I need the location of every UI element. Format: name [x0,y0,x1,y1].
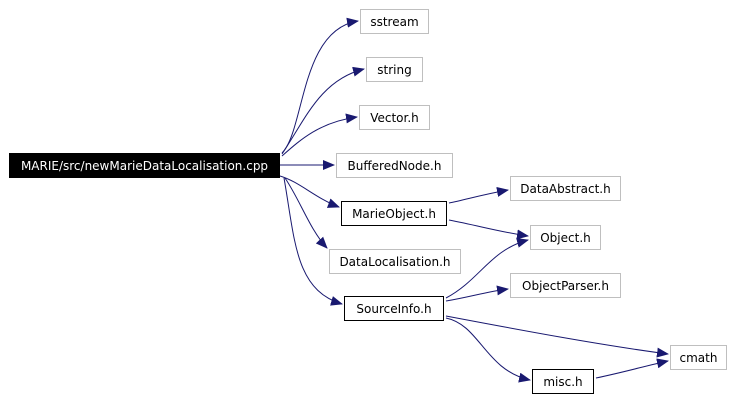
node-bufferednode-h[interactable]: BufferedNode.h [336,153,453,178]
node-vector-h[interactable]: Vector.h [359,105,430,130]
edge-root-sstream [281,17,359,154]
edge-sourceinfo-objectparser [445,285,509,302]
node-root-file[interactable]: MARIE/src/newMarieDataLocalisation.cpp [9,153,280,178]
node-sourceinfo-h[interactable]: SourceInfo.h [344,296,444,321]
edge-sourceinfo-misc [445,317,531,383]
node-sstream[interactable]: sstream [360,9,429,34]
node-string[interactable]: string [366,57,423,82]
edge-root-sourceinfo [283,177,343,306]
edge-root-string [281,66,365,155]
node-dataabstract-h[interactable]: DataAbstract.h [510,176,621,201]
edge-root-marieobject [279,175,340,208]
edge-misc-cmath [595,358,669,379]
node-object-h[interactable]: Object.h [530,225,601,250]
node-misc-h[interactable]: misc.h [532,369,594,394]
edge-sourceinfo-object [445,237,529,299]
edge-sourceinfo-cmath [445,315,669,358]
edge-root-datalocalisation [284,177,328,249]
edge-marieobject-dataabstract [448,187,509,204]
node-objectparser-h[interactable]: ObjectParser.h [510,273,621,298]
node-cmath[interactable]: cmath [670,345,727,370]
node-datalocalisation-h[interactable]: DataLocalisation.h [329,249,461,274]
edge-root-vector [281,113,358,157]
edge-marieobject-object [448,219,529,240]
node-marieobject-h[interactable]: MarieObject.h [341,201,447,226]
